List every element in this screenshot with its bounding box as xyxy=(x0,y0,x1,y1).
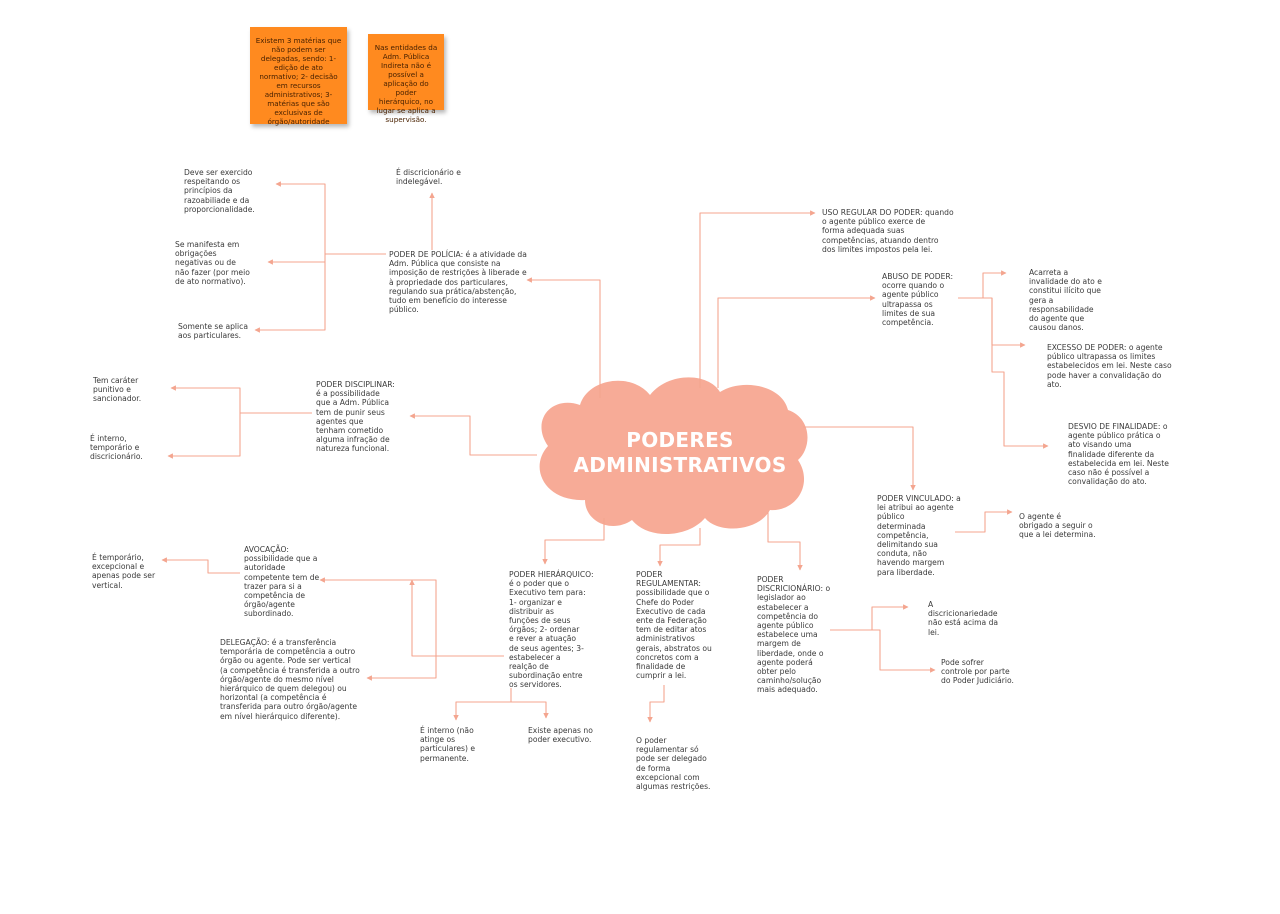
connector-arrow xyxy=(254,262,326,333)
central-topic[interactable]: PODERES ADMINISTRATIVOS xyxy=(573,428,787,477)
connector-arrow xyxy=(717,295,876,388)
node-policia-discricionario[interactable]: É discricionário e indelegável. xyxy=(396,168,461,187)
central-cloud-shape xyxy=(539,377,808,535)
node-discricionario-lei[interactable]: A discricionariedade não está acima da l… xyxy=(928,600,999,637)
connector-arrow xyxy=(657,528,701,567)
node-excesso-de-poder[interactable]: EXCESSO DE PODER: o agente público ultra… xyxy=(1047,343,1172,389)
connector-arrow xyxy=(830,604,909,631)
node-disciplinar-punitivo[interactable]: Tem caráter punitivo e sancionador. xyxy=(93,376,142,404)
connector-arrow xyxy=(955,509,1013,533)
connector-arrow xyxy=(511,701,549,719)
connector-arrow xyxy=(267,254,326,265)
node-uso-regular-do-poder[interactable]: USO REGULAR DO PODER: quando o agente pú… xyxy=(822,208,954,254)
node-desvio-de-finalidade[interactable]: DESVIO DE FINALIDADE: o agente público p… xyxy=(1068,422,1169,487)
connector-arrow xyxy=(526,277,601,398)
connector-arrow xyxy=(983,297,1026,348)
node-delegacao[interactable]: DELEGAÇÃO: é a transferência temporária … xyxy=(220,638,360,721)
connector-arrow xyxy=(409,413,537,456)
connector-arrow xyxy=(699,210,816,388)
node-avocacao-temporario[interactable]: É temporário, excepcional e apenas pode … xyxy=(92,553,156,590)
connector-lines xyxy=(161,181,1049,723)
node-vinculado-obrigado[interactable]: O agente é obrigado a seguir o que a lei… xyxy=(1019,512,1096,540)
sticky-note-delegacao-materias[interactable]: Existem 3 matérias que não podem ser del… xyxy=(250,27,347,126)
connector-arrow xyxy=(319,577,504,657)
node-hierarquico-interno[interactable]: É interno (não atinge os particulares) e… xyxy=(420,726,476,763)
connector-arrow xyxy=(958,270,1007,299)
connector-arrow xyxy=(453,688,512,721)
node-poder-vinculado[interactable]: PODER VINCULADO: a lei atribui ao agente… xyxy=(877,494,961,577)
node-policia-particulares[interactable]: Somente se aplica aos particulares. xyxy=(178,322,248,341)
node-discricionario-controle[interactable]: Pode sofrer controle por parte do Poder … xyxy=(941,658,1014,686)
sticky-note-administracao-indireta[interactable]: Nas entidades da Adm. Pública Indireta n… xyxy=(368,34,444,124)
connector-arrow xyxy=(991,298,1049,449)
node-poder-de-policia[interactable]: PODER DE POLÍCIA: é a atividade da Adm. … xyxy=(389,250,527,315)
node-disciplinar-interno[interactable]: É interno, temporário e discricionário. xyxy=(90,434,143,462)
connector-arrow xyxy=(803,426,916,491)
connector-arrow xyxy=(542,518,605,565)
connector-arrow xyxy=(275,181,386,255)
node-poder-disciplinar[interactable]: PODER DISCIPLINAR: é a possibilidade que… xyxy=(316,380,395,454)
connector-arrow xyxy=(767,512,803,571)
node-avocacao[interactable]: AVOCAÇÃO: possibilidade que a autoridade… xyxy=(244,545,320,619)
connector-arrow xyxy=(366,656,437,681)
connector-arrow xyxy=(872,629,936,673)
central-cloud[interactable] xyxy=(539,377,808,535)
node-abuso-invalidade[interactable]: Acarreta a invalidade do ato e constitui… xyxy=(1029,268,1102,333)
node-regulamentar-delegado[interactable]: O poder regulamentar só pode ser delegad… xyxy=(636,736,711,792)
connector-arrow xyxy=(647,685,665,723)
node-policia-obrigacoes[interactable]: Se manifesta em obrigações negativas ou … xyxy=(175,240,250,286)
connector-arrow xyxy=(161,557,240,574)
node-hierarquico-executivo[interactable]: Existe apenas no poder executivo. xyxy=(528,726,593,745)
node-abuso-de-poder[interactable]: ABUSO DE PODER: ocorre quando o agente p… xyxy=(882,272,954,328)
node-poder-hierarquico[interactable]: PODER HIERÁRQUICO: é o poder que o Execu… xyxy=(509,570,594,690)
node-policia-razoabilidade[interactable]: Deve ser exercido respeitando os princíp… xyxy=(184,168,255,214)
connector-arrow xyxy=(170,385,312,414)
node-poder-discricionario[interactable]: PODER DISCRICIONÁRIO: o legislador ao es… xyxy=(757,575,831,695)
connector-arrow xyxy=(167,413,241,459)
connector-arrow xyxy=(409,579,436,657)
node-poder-regulamentar[interactable]: PODER REGULAMENTAR: possibilidade que o … xyxy=(636,570,712,681)
